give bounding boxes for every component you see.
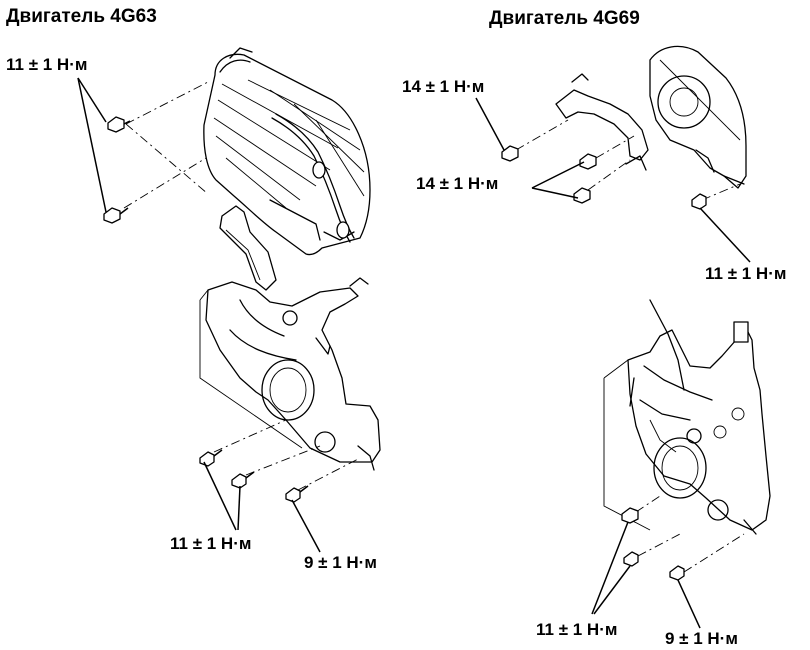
- bolt-right-bottom-2: [623, 551, 639, 567]
- bolt-left-bottom-2: [231, 471, 255, 489]
- lower-timing-cover-4g63: [199, 205, 381, 471]
- bracket-4g69: [555, 73, 649, 171]
- torque-label-left-bottom-single: 9 ± 1 Н·м: [304, 553, 377, 572]
- torque-label-right-bottom-single: 9 ± 1 Н·м: [665, 629, 738, 648]
- lower-timing-cover-4g69: [603, 299, 771, 535]
- torque-label-left-bottom-pair: 11 ± 1 Н·м: [170, 534, 252, 553]
- bolt-left-top-2: [103, 207, 129, 224]
- engine-4g69-title: Двигатель 4G69: [489, 8, 640, 29]
- bolt-right-bracket-3: [573, 187, 591, 204]
- bolt-right-bracket-1: [501, 145, 519, 162]
- bolt-left-top-1: [107, 116, 131, 133]
- upper-timing-cover-4g63: [203, 47, 371, 256]
- torque-label-right-cover-bolt: 11 ± 1 Н·м: [705, 264, 787, 283]
- bolt-right-cover: [691, 193, 707, 210]
- torque-label-right-bracket-top: 14 ± 1 Н·м: [402, 77, 485, 96]
- torque-label-left-top: 11 ± 1 Н·м: [6, 55, 88, 74]
- upper-timing-cover-4g69: [649, 45, 747, 189]
- torque-label-right-bottom-pair: 11 ± 1 Н·м: [536, 620, 618, 639]
- engine-4g63-title: Двигатель 4G63: [6, 6, 157, 27]
- bolt-right-bottom-1: [621, 507, 639, 524]
- bolt-left-bottom-1: [199, 449, 223, 467]
- bolt-right-bottom-3: [669, 565, 685, 581]
- bolt-right-bracket-2: [579, 153, 597, 170]
- torque-label-right-bracket-pair: 14 ± 1 Н·м: [416, 174, 499, 193]
- bolt-left-bottom-3: [285, 485, 309, 503]
